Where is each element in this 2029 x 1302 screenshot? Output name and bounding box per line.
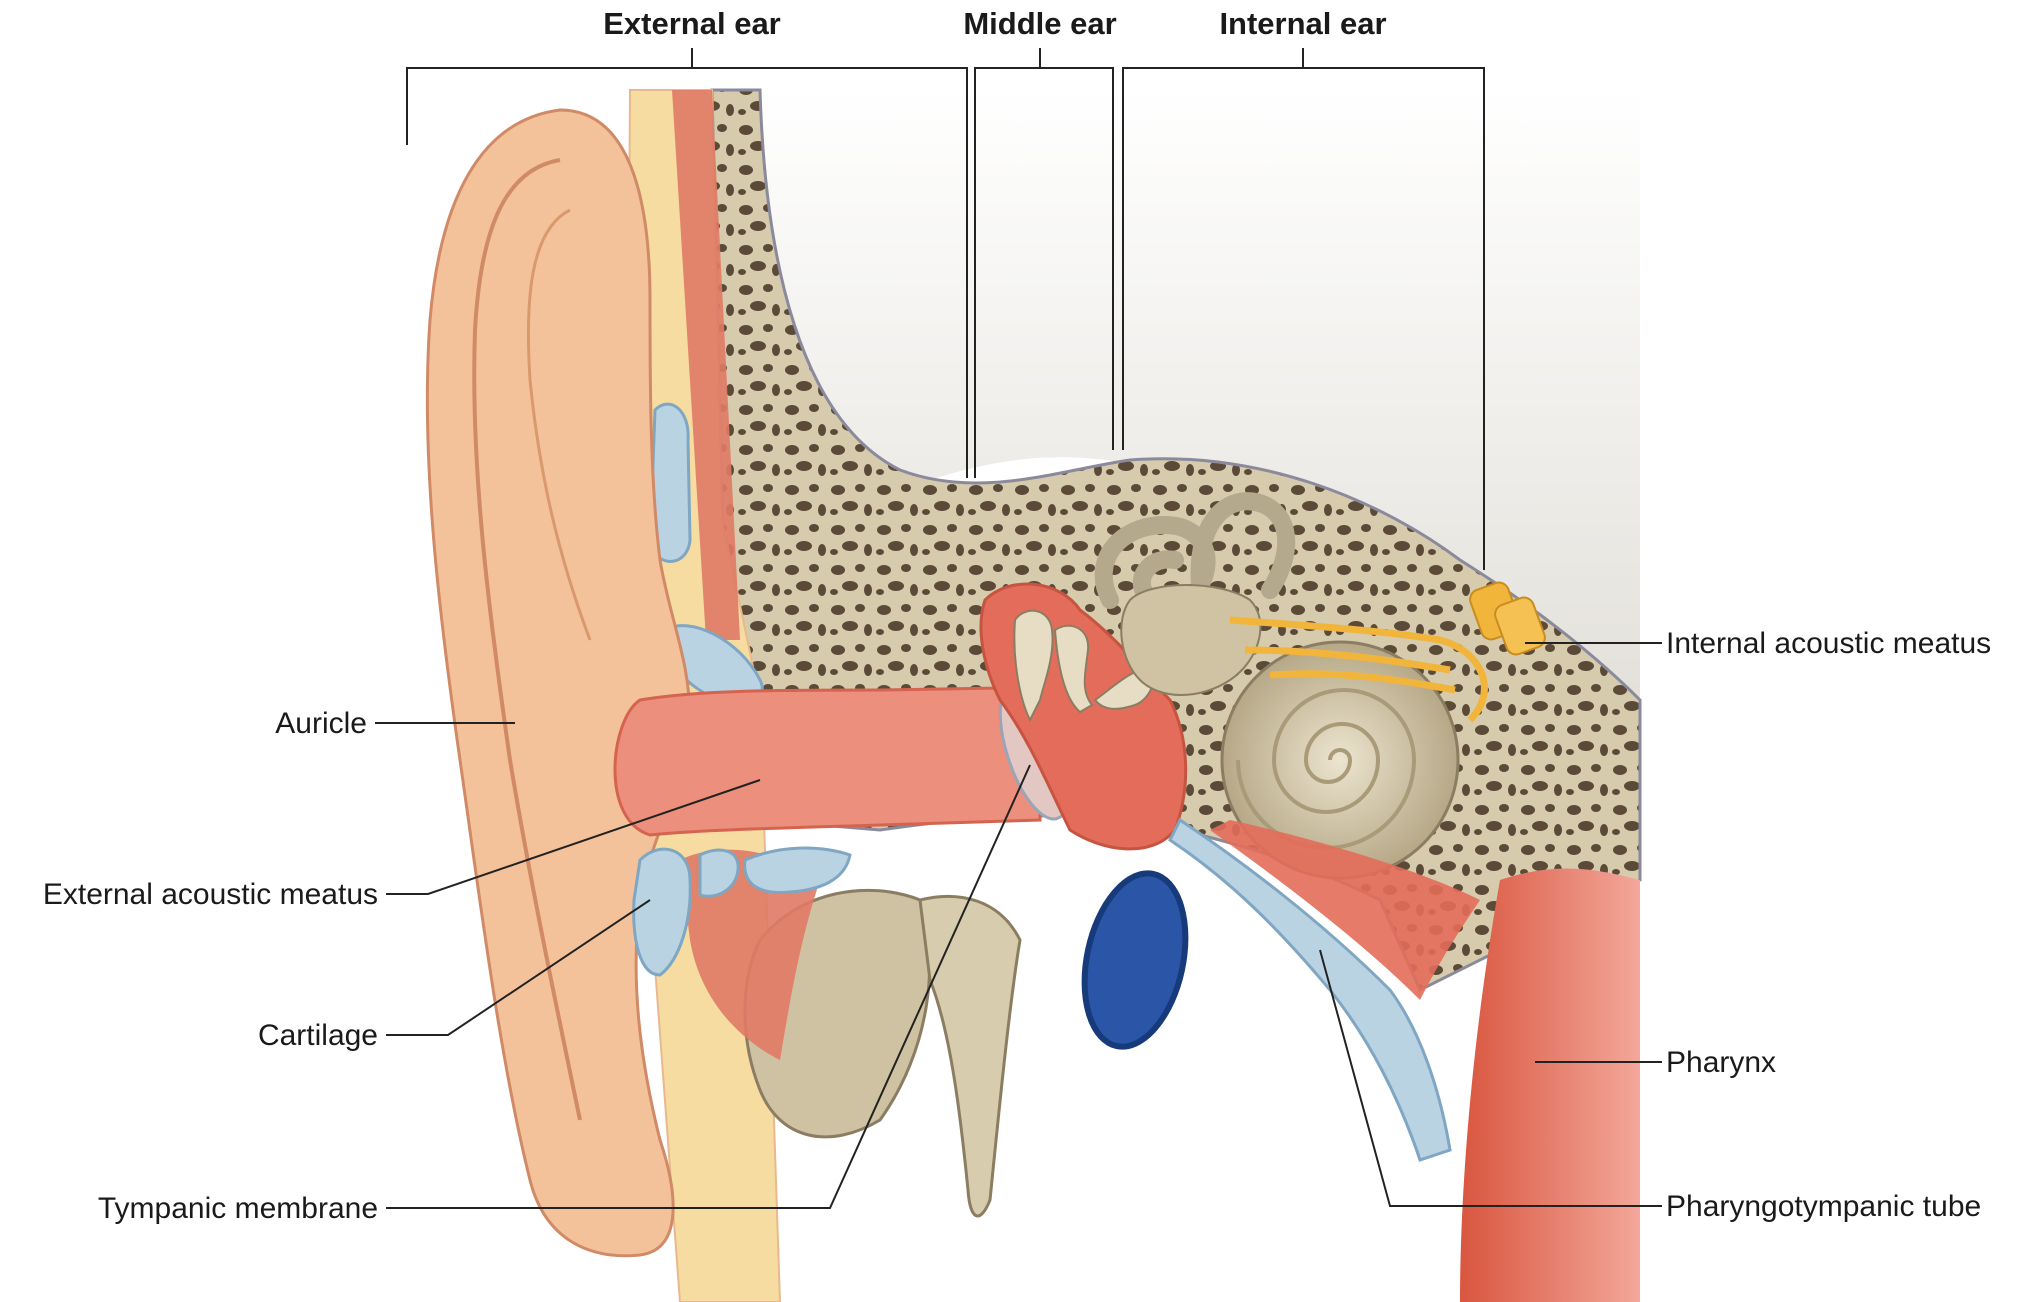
pharyngotympanic-tube-shape — [1168, 817, 1452, 1162]
cartilage-lower-2 — [698, 848, 740, 898]
cartilage-lower-1 — [632, 847, 692, 977]
label-pharynx: Pharynx — [1666, 1046, 1776, 1079]
styloid-process — [918, 894, 1022, 1218]
lower-muscle — [680, 849, 820, 1060]
cranial-shadow — [750, 90, 1640, 740]
antihelix-fold — [526, 208, 592, 641]
helix-fold — [472, 158, 582, 1121]
incus — [1053, 624, 1094, 714]
pharynx-shape — [1460, 868, 1640, 1302]
cochlea-spiral — [1236, 688, 1417, 850]
label-tympanic-membrane: Tympanic membrane — [98, 1192, 378, 1225]
header-external-ear: External ear — [603, 6, 781, 41]
label-internal-acoustic-meatus: Internal acoustic meatus — [1666, 627, 1991, 660]
auricle-shape — [425, 108, 692, 1258]
label-pharyngotympanic-tube: Pharyngotympanic tube — [1666, 1190, 1981, 1223]
label-auricle: Auricle — [275, 707, 367, 740]
cartilage-lower-3 — [743, 846, 852, 895]
tube-muscle — [1210, 820, 1480, 1000]
leader-lines — [375, 642, 1662, 1209]
vestibulocochlear-nerve — [1229, 616, 1488, 723]
header-middle-ear: Middle ear — [963, 6, 1116, 41]
vestibule — [1120, 584, 1262, 696]
nerve-stump-2 — [1494, 596, 1546, 656]
header-internal-ear: Internal ear — [1219, 6, 1386, 41]
label-external-acoustic-meatus: External acoustic meatus — [43, 878, 378, 911]
label-cartilage: Cartilage — [258, 1019, 378, 1052]
malleus — [1013, 609, 1054, 723]
external-acoustic-meatus-canal — [613, 686, 1042, 837]
header-brackets — [406, 48, 1485, 570]
temporalis-muscle — [672, 90, 740, 640]
jugular-vein — [1081, 870, 1189, 1050]
